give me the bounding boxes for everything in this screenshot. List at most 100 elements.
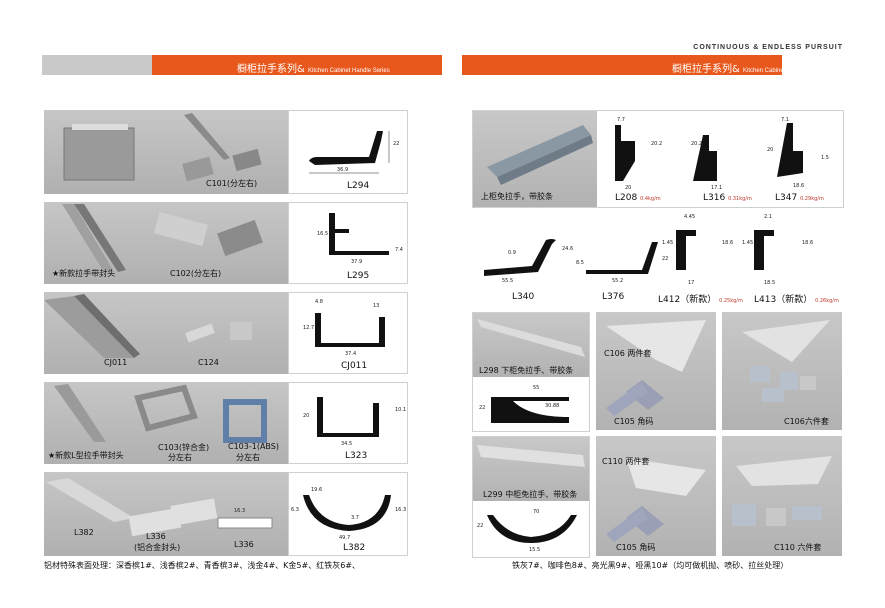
profile-code: L382 bbox=[343, 543, 366, 553]
dim-label: 22 bbox=[393, 141, 400, 147]
profile-section-drawings bbox=[615, 123, 803, 181]
dim-label: 6.3 bbox=[291, 507, 299, 513]
dim-label: 20.2 bbox=[651, 141, 663, 147]
profile-code: L323 bbox=[345, 451, 368, 461]
product-row-l382: L382 L336 (铝合金封头) L336 16.3 19.6 16.3 3.… bbox=[44, 472, 408, 556]
header-title-right: 橱柜拉手系列& Kitchen Cabinet Handle Series bbox=[672, 64, 825, 75]
profile-section-drawing bbox=[315, 313, 385, 347]
product-photo: ★新款拉手带封头 C102(分左右) bbox=[44, 202, 288, 284]
part-label: 分左右 bbox=[236, 453, 260, 462]
dim-label: 1.45 bbox=[742, 240, 754, 246]
profile-section-drawing bbox=[329, 213, 389, 255]
profile-drawing: 20 10.1 34.5 L323 bbox=[288, 382, 408, 464]
handle-product-illustration bbox=[477, 319, 585, 357]
profile-code: L340 bbox=[512, 292, 535, 302]
dim-label: 7.4 bbox=[395, 247, 403, 253]
bar-shade-right bbox=[782, 55, 842, 75]
dim-label: 36.9 bbox=[337, 167, 349, 173]
profile-code: L316 0.31kg/m bbox=[703, 193, 752, 203]
dim-label: 4.8 bbox=[315, 299, 323, 305]
dim-label: 55.2 bbox=[612, 278, 624, 284]
dim-label: 12.7 bbox=[303, 325, 315, 331]
dim-label: 20.2 bbox=[691, 141, 703, 147]
handle-product-illustration bbox=[62, 204, 263, 272]
dim-label: 19.6 bbox=[311, 487, 323, 493]
header-title-left: 橱柜拉手系列& Kitchen Cabinet Handle Series bbox=[237, 64, 390, 75]
dim-label: 7.7 bbox=[617, 117, 625, 123]
dim-label: 37.9 bbox=[351, 259, 363, 265]
surface-treatment-note-right: 铁灰7#、咖啡色8#、亮光黑9#、哑黑10#（均可做机抛、喷砂、拉丝处理） bbox=[512, 561, 789, 570]
part-label: C106六件套 bbox=[784, 417, 829, 426]
handle-product-illustration bbox=[54, 384, 267, 443]
dim-label: 18.6 bbox=[793, 183, 805, 189]
dim-label: 55 bbox=[533, 385, 540, 391]
profile-section-drawing bbox=[303, 495, 391, 531]
dim-label: 20 bbox=[303, 413, 310, 419]
product-row-l323: ★新款L型拉手带封头 C103(锌合金) 分左右 C103-1(ABS) 分左右… bbox=[44, 382, 408, 464]
dim-label: 16.3 bbox=[234, 508, 246, 514]
dim-label: 15.5 bbox=[529, 547, 541, 553]
dim-label: 30.88 bbox=[545, 403, 560, 409]
handle-product-illustration bbox=[46, 478, 273, 537]
dim-label: 13 bbox=[373, 303, 380, 309]
part-label: C110 两件套 bbox=[602, 457, 650, 466]
product-photo: L382 L336 (铝合金封头) L336 16.3 bbox=[44, 472, 288, 556]
dim-label: 4.45 bbox=[684, 214, 696, 220]
dim-label: 1.45 bbox=[662, 240, 674, 246]
dim-label: 20 bbox=[767, 147, 774, 153]
dim-label: 22 bbox=[662, 256, 669, 262]
profile-code: L376 bbox=[602, 292, 625, 302]
hardware-illustration bbox=[606, 320, 706, 416]
dim-label: 34.5 bbox=[341, 441, 353, 447]
part-label: C106 两件套 bbox=[604, 349, 652, 358]
dim-label: 22 bbox=[477, 523, 484, 529]
dim-label: 46.1 bbox=[502, 270, 514, 276]
profile-drawing: 16.5 37.9 7.4 L295 bbox=[288, 202, 408, 284]
profile-section-drawing bbox=[487, 515, 577, 543]
dim-label: 20 bbox=[625, 185, 632, 191]
part-label: ★新款拉手带封头 bbox=[52, 269, 116, 278]
dim-label: 18.5 bbox=[764, 280, 776, 286]
c110-c105-panel: C110 两件套 C105 角码 bbox=[596, 436, 716, 556]
product-row-l294: C101(分左右) 36.9 22 L294 bbox=[44, 110, 408, 194]
part-label: C110 六件套 bbox=[774, 543, 822, 552]
hardware-illustration bbox=[742, 320, 830, 402]
profile-code: L412（新款） 0.25kg/m bbox=[658, 295, 743, 305]
c110-six-piece-panel: C110 六件套 bbox=[722, 436, 842, 556]
dim-label: 37.4 bbox=[345, 351, 357, 357]
part-label: C103-1(ABS) bbox=[228, 442, 279, 451]
part-label: C124 bbox=[198, 358, 219, 367]
profile-drawing: 4.8 13 12.7 37.4 CJ011 bbox=[288, 292, 408, 374]
dim-label: 16.5 bbox=[317, 231, 329, 237]
part-label: C102(分左右) bbox=[170, 269, 222, 278]
handle-product-illustration bbox=[63, 113, 262, 182]
part-label: L382 bbox=[74, 528, 94, 537]
dim-label: 55.5 bbox=[502, 278, 514, 284]
tagline: CONTINUOUS & ENDLESS PURSUIT bbox=[693, 44, 843, 51]
handle-product-illustration bbox=[44, 294, 252, 358]
product-photo: L298 下柜免拉手、带胶条 bbox=[473, 313, 589, 377]
part-label: L336 bbox=[234, 540, 254, 549]
dim-label: 24.6 bbox=[562, 246, 574, 252]
profile-section-drawings bbox=[484, 230, 774, 276]
profile-section-drawing bbox=[309, 131, 390, 174]
dim-label: 49.7 bbox=[339, 535, 351, 541]
dim-label: 0.9 bbox=[508, 250, 516, 256]
product-photo: C101(分左右) bbox=[44, 110, 288, 194]
part-label: ★新款L型拉手带封头 bbox=[48, 451, 124, 460]
part-label: CJ011 bbox=[104, 358, 128, 367]
hardware-illustration bbox=[606, 458, 706, 542]
handle-product-illustration bbox=[477, 445, 585, 467]
dim-label: 7.1 bbox=[781, 117, 789, 123]
dim-label: 2.1 bbox=[764, 214, 772, 220]
product-photo: CJ011 C124 bbox=[44, 292, 288, 374]
profile-code: L208 0.4kg/m bbox=[615, 193, 661, 203]
profile-code: L347 0.29kg/m bbox=[775, 193, 824, 203]
dim-label: 17 bbox=[688, 280, 695, 286]
dim-label: 1.5 bbox=[821, 155, 829, 161]
l299-panel: L299 中柜免拉手、带胶条 70 22 15.5 bbox=[472, 436, 590, 558]
profile-drawing: 19.6 16.3 3.7 49.7 6.3 L382 bbox=[288, 472, 408, 556]
profile-section-drawing bbox=[491, 397, 569, 423]
surface-treatment-note-left: 铝材特殊表面处理：深香槟1#、浅香槟2#、青香槟3#、浅金4#、K金5#、红铁灰… bbox=[44, 561, 361, 570]
part-label: (铝合金封头) bbox=[134, 543, 181, 552]
